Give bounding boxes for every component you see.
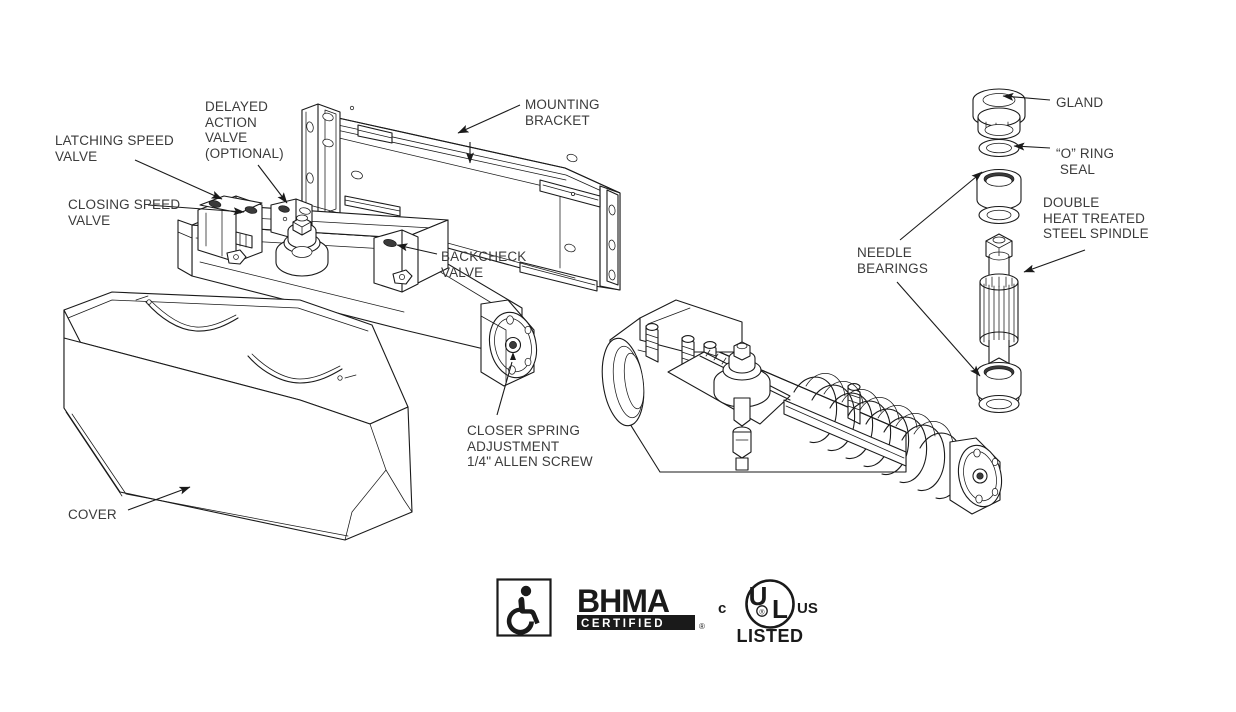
bhma-certified-label: CERTIFIED bbox=[581, 618, 665, 630]
ul-listed-label: LISTED bbox=[736, 626, 803, 646]
leader-latching-speed-valve bbox=[134, 159, 223, 200]
callout-backcheck-valve: BACKCHECK VALVE bbox=[441, 249, 527, 280]
mounting-bracket-part bbox=[301, 103, 621, 292]
leader-o-ring-seal bbox=[1013, 142, 1051, 151]
bhma-registered-mark: ® bbox=[699, 622, 705, 631]
leader-gland bbox=[1002, 92, 1051, 101]
needle-bearing-upper bbox=[976, 168, 1022, 211]
spindle-exploded-stack bbox=[972, 88, 1026, 414]
ul-suffix-us: US bbox=[797, 600, 818, 617]
leader-delayed-action-valve bbox=[257, 164, 288, 204]
o-ring-lower bbox=[978, 394, 1020, 414]
leader-needle-bearing-upper bbox=[899, 171, 983, 241]
callout-o-ring-seal: “O” RING SEAL bbox=[1056, 146, 1115, 177]
ada-accessibility-icon bbox=[496, 578, 552, 637]
ul-registered-mark: ® bbox=[759, 608, 765, 616]
leader-backcheck-valve bbox=[396, 243, 438, 255]
leader-lines bbox=[127, 92, 1086, 511]
ul-listed-logo: c U L ® US LISTED bbox=[718, 579, 818, 646]
callout-gland: GLAND bbox=[1056, 95, 1104, 110]
callout-closer-spring-adjustment: CLOSER SPRING ADJUSTMENT 1/4" ALLEN SCRE… bbox=[467, 423, 593, 469]
closer-spring-adjustment-cap bbox=[480, 299, 538, 387]
closer-spring-coils bbox=[793, 373, 964, 500]
leader-closing-speed-valve bbox=[147, 204, 245, 216]
leader-needle-bearing-lower bbox=[896, 281, 981, 377]
bhma-wordmark: BHMA bbox=[577, 585, 670, 619]
cutaway-internal-view bbox=[601, 299, 1003, 515]
callout-needle-bearings: NEEDLE BEARINGS bbox=[857, 245, 928, 276]
leader-mounting-bracket bbox=[457, 104, 521, 134]
callout-closing-speed-valve: CLOSING SPEED VALVE bbox=[68, 197, 181, 228]
callout-delayed-action-valve: DELAYED ACTION VALVE (OPTIONAL) bbox=[205, 99, 284, 161]
callout-latching-speed-valve: LATCHING SPEED VALVE bbox=[55, 133, 174, 164]
bhma-certified-logo: BHMA CERTIFIED ® bbox=[577, 585, 705, 631]
cover-part bbox=[63, 291, 413, 541]
leader-cover bbox=[127, 486, 191, 511]
callout-cover: COVER bbox=[68, 507, 117, 522]
leader-closer-spring-adjustment bbox=[496, 361, 513, 416]
ul-mark-u: U bbox=[749, 581, 768, 611]
callout-steel-spindle: DOUBLE HEAT TREATED STEEL SPINDLE bbox=[1043, 195, 1149, 241]
washer-upper bbox=[978, 205, 1020, 225]
ul-prefix-c: c bbox=[718, 600, 726, 617]
callout-mounting-bracket: MOUNTING BRACKET bbox=[525, 97, 600, 128]
leader-steel-spindle bbox=[1023, 249, 1086, 273]
ul-mark-l: L bbox=[772, 594, 788, 624]
